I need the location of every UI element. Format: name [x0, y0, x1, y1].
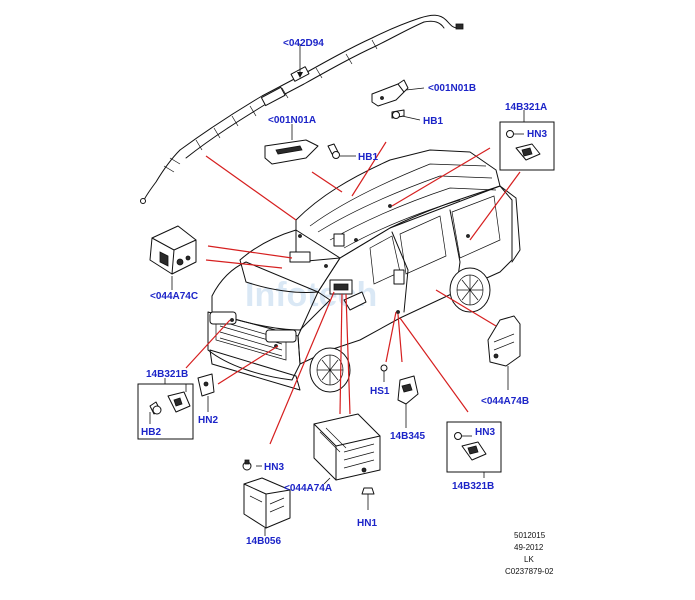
passenger-airbag — [313, 413, 381, 510]
label-hn3-right-top: HN3 — [527, 129, 547, 140]
front-impact-sensor — [264, 139, 340, 165]
label-hb1-mid: HB1 — [358, 152, 378, 163]
leader-lines — [185, 141, 521, 445]
label-hb2: HB2 — [141, 427, 161, 438]
label-front-sensor: <001N01A — [268, 115, 316, 126]
label-rear-sensor: <001N01B — [428, 83, 476, 94]
label-hb1-top: HB1 — [423, 116, 443, 127]
ref-code-3: LK — [524, 555, 534, 564]
label-knee-airbag: <044A74C — [150, 291, 198, 302]
label-sensor-box-right-bottom: 14B321B — [452, 481, 494, 492]
rear-impact-sensor — [371, 79, 409, 119]
label-control-module: 14B056 — [246, 536, 281, 547]
sensor-box-right-top — [499, 121, 555, 171]
seat-belt-module — [380, 364, 419, 428]
callout-lines — [164, 44, 525, 536]
label-hn3-right-bottom: HN3 — [475, 427, 495, 438]
ref-code-4: C0237879-02 — [505, 567, 554, 576]
seat-side-airbag — [487, 315, 521, 390]
label-hs1: HS1 — [370, 386, 390, 397]
label-seat-airbag: <044A74B — [481, 396, 529, 407]
ref-code-2: 49-2012 — [514, 543, 544, 552]
knee-airbag — [149, 225, 197, 275]
label-hn2: HN2 — [198, 415, 218, 426]
ref-code-1: 5012015 — [514, 531, 546, 540]
control-module — [242, 459, 291, 529]
sensor-box-right-bottom — [446, 421, 502, 473]
label-hn1: HN1 — [357, 518, 377, 529]
label-14b345: 14B345 — [390, 431, 425, 442]
reference-codes: 5012015 49-2012 LK C0237879-02 — [505, 531, 554, 576]
label-passenger-airbag: <044A74A — [284, 483, 332, 494]
label-curtain-airbag: <042D94 — [283, 38, 324, 49]
vehicle-outline — [207, 149, 521, 393]
sensor-box-left — [137, 373, 215, 440]
label-hn3-bottom: HN3 — [264, 462, 284, 473]
label-sensor-box-right-top: 14B321A — [505, 102, 547, 113]
part-labels: <042D94 <001N01B HB1 <001N01A HB1 14B321… — [141, 38, 547, 547]
label-sensor-box-left: 14B321B — [146, 369, 188, 380]
